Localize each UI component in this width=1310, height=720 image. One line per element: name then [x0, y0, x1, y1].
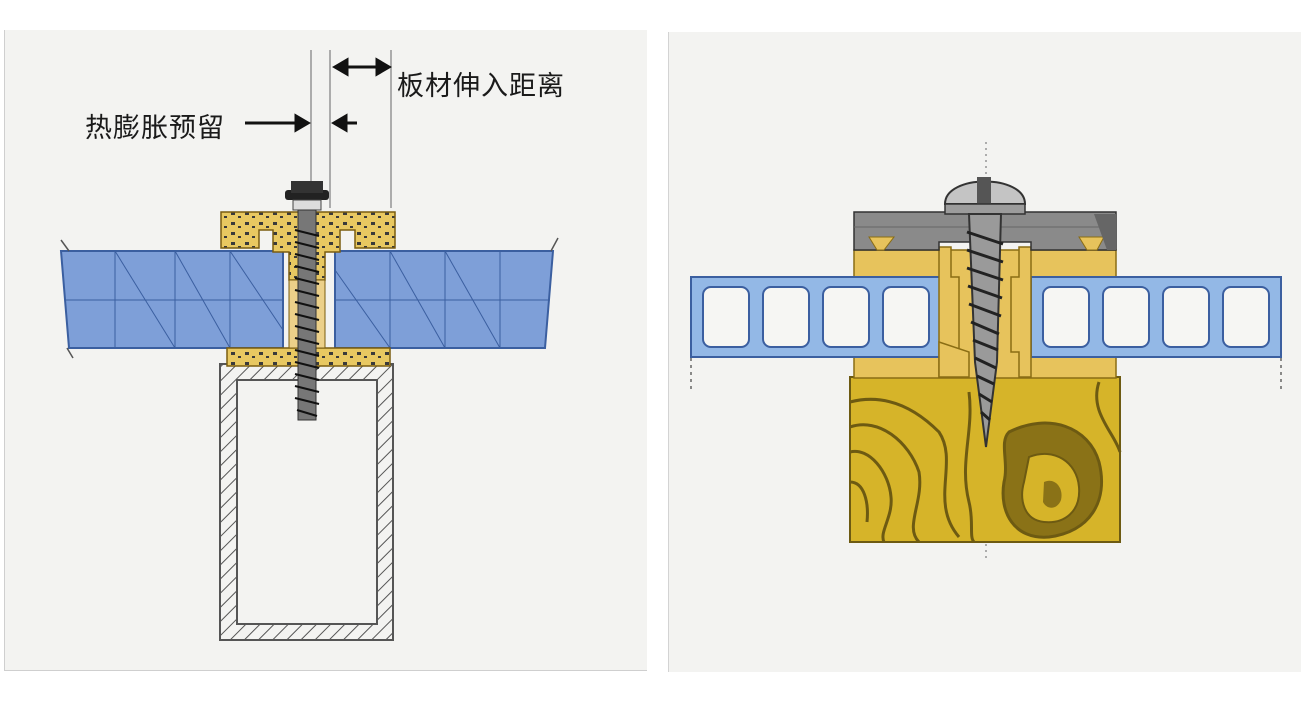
right-diagram	[690, 142, 1282, 562]
left-diagram-panel: 板材伸入距离 热膨胀预留	[4, 30, 647, 671]
expansion-arrow-right	[331, 113, 357, 133]
multiwall-sheet-left	[690, 276, 942, 358]
screw	[285, 181, 329, 421]
wood-screw	[943, 177, 1027, 448]
label-insertion-distance: 板材伸入距离	[397, 71, 565, 102]
square-tube-support	[219, 363, 394, 641]
expansion-arrow-left	[245, 113, 311, 133]
label-thermal-expansion-reserve: 热膨胀预留	[85, 113, 225, 144]
left-diagram	[59, 50, 559, 641]
polycarbonate-sheet-right	[334, 250, 555, 349]
insertion-double-arrow	[332, 57, 392, 77]
h-profile-legs	[938, 246, 1032, 378]
right-diagram-panel	[668, 32, 1301, 672]
multiwall-sheet-right	[1030, 276, 1282, 358]
polycarbonate-sheet-left	[59, 250, 284, 349]
